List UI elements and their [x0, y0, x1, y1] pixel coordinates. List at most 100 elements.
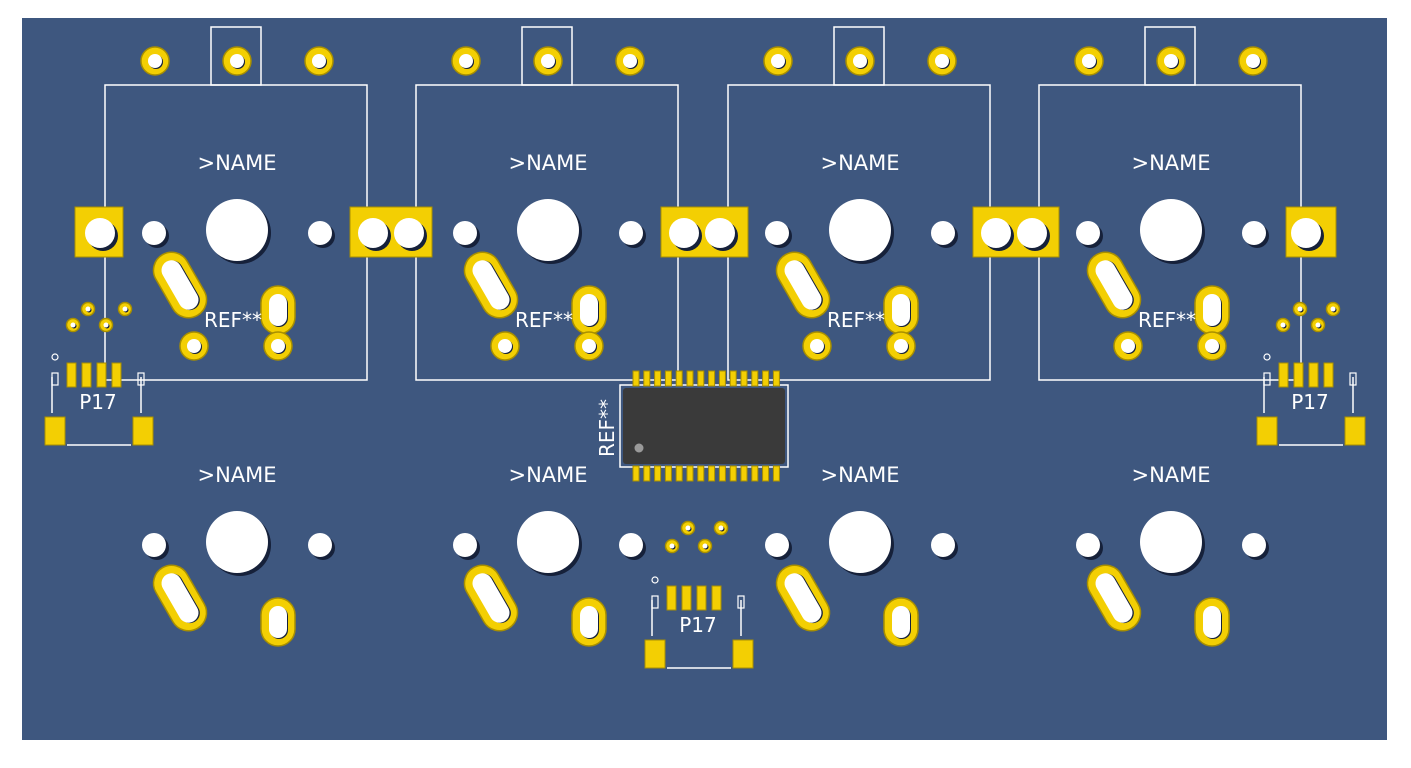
switch-top-3-slot-pad-right	[883, 285, 919, 335]
connector-right-mount-left	[1256, 416, 1278, 446]
switch-top-3-ref-label: REF**	[827, 308, 885, 332]
switch-top-3-small-pad-left-drill	[810, 339, 824, 353]
ic-pin-bottom-10	[729, 465, 737, 482]
via-cluster-left-via-3-drill	[70, 322, 76, 328]
switch-bottom-2-slot-pad-right	[571, 597, 607, 647]
switch-bottom-1-side-hole-left	[142, 533, 166, 557]
switch-top-4-side-hole-right	[1242, 221, 1266, 245]
connector-center-finger-4	[711, 585, 722, 611]
ic-pin-bottom-11	[740, 465, 748, 482]
connector-center-finger-2	[681, 585, 692, 611]
switch-top-2-slot-pad-right	[571, 285, 607, 335]
switch-top-2-side-hole-left	[453, 221, 477, 245]
switch-top-3-slot-pad-left-drill	[784, 260, 822, 310]
switch-bottom-2-name-label: >NAME	[508, 463, 587, 487]
connector-left-finger-1	[66, 362, 77, 388]
switch-top-3-center-hole	[829, 199, 891, 261]
ic-pin-top-13	[762, 370, 770, 387]
switch-top-2-pad-a-drill	[459, 54, 473, 68]
connector-right-finger-3	[1308, 362, 1319, 388]
switch-bottom-4-side-hole-right	[1242, 533, 1266, 557]
via-cluster-center-via-4-drill	[702, 543, 708, 549]
via-cluster-center-via-1-drill	[685, 525, 691, 531]
switch-bottom-1-slot-pad-left-drill	[161, 573, 199, 623]
ic-pin1-dot	[634, 443, 644, 453]
switch-bottom-2-slot-pad-left	[463, 564, 519, 632]
via-cluster-center-via-2-drill	[718, 525, 724, 531]
ic-pin-top-9	[718, 370, 726, 387]
connector-center-mount-left	[644, 639, 666, 669]
switch-top-3-side-hole-right	[931, 221, 955, 245]
switch-top-4-name-label: >NAME	[1131, 151, 1210, 175]
switch-top-1-ref-label: REF**	[204, 308, 262, 332]
ic-pin-bottom-14	[772, 465, 780, 482]
ic-pin-top-4	[664, 370, 672, 387]
switch-top-2-slot-pad-left	[463, 251, 519, 319]
strip-hole-5	[705, 218, 735, 248]
switch-top-2-center-hole	[517, 199, 579, 261]
ic-pin-bottom-7	[697, 465, 705, 482]
ic-body	[623, 388, 785, 464]
switch-top-4-pad-b-drill	[1164, 54, 1178, 68]
ic-pin-top-8	[708, 370, 716, 387]
ic-pin-top-12	[751, 370, 759, 387]
switch-bottom-1-slot-pad-right-drill	[269, 606, 287, 638]
via-cluster-left-via-1-drill	[85, 306, 91, 312]
connector-left-finger-2	[81, 362, 92, 388]
switch-bottom-3-slot-pad-left-drill	[784, 573, 822, 623]
switch-bottom-3-side-hole-right	[931, 533, 955, 557]
connector-right-finger-2	[1293, 362, 1304, 388]
strip-hole-4	[669, 218, 699, 248]
switch-top-3-tab-outline	[833, 26, 885, 86]
switch-bottom-3-slot-pad-right	[883, 597, 919, 647]
switch-top-4-center-hole	[1140, 199, 1202, 261]
connector-right-mount-right	[1344, 416, 1366, 446]
ic-pin-top-11	[740, 370, 748, 387]
switch-bottom-3-slot-pad-right-drill	[892, 606, 910, 638]
ic-pin-top-10	[729, 370, 737, 387]
switch-bottom-4-slot-pad-right	[1194, 597, 1230, 647]
strip-hole-2	[358, 218, 388, 248]
switch-top-1-center-hole	[206, 199, 268, 261]
connector-right-finger-1	[1278, 362, 1289, 388]
ic-pin-top-1	[632, 370, 640, 387]
pcb-board	[22, 18, 1387, 740]
connector-center-finger-1	[666, 585, 677, 611]
switch-top-2-small-pad-right-drill	[582, 339, 596, 353]
switch-top-1-side-hole-left	[142, 221, 166, 245]
switch-top-3-side-hole-left	[765, 221, 789, 245]
connector-left-finger-4	[111, 362, 122, 388]
switch-bottom-4-center-hole	[1140, 511, 1202, 573]
switch-top-4-small-pad-right-drill	[1205, 339, 1219, 353]
strip-hole-8	[1291, 218, 1321, 248]
switch-top-2-slot-pad-left-drill	[472, 260, 510, 310]
switch-bottom-1-side-hole-right	[308, 533, 332, 557]
switch-top-2-name-label: >NAME	[508, 151, 587, 175]
switch-bottom-1-slot-pad-left	[152, 564, 208, 632]
ic-pin-top-14	[772, 370, 780, 387]
connector-right-pin1-marker	[1263, 353, 1271, 361]
switch-top-1-small-pad-right-drill	[271, 339, 285, 353]
switch-top-1-side-hole-right	[308, 221, 332, 245]
via-cluster-left-via-4-drill	[103, 322, 109, 328]
connector-left-tab-right	[137, 372, 145, 386]
switch-top-4-tab-outline	[1144, 26, 1196, 86]
connector-center-mount-right	[732, 639, 754, 669]
ic-pin-top-3	[654, 370, 662, 387]
switch-top-4-small-pad-left-drill	[1121, 339, 1135, 353]
switch-bottom-3-name-label: >NAME	[820, 463, 899, 487]
switch-top-3-name-label: >NAME	[820, 151, 899, 175]
switch-top-4-ref-label: REF**	[1138, 308, 1196, 332]
switch-top-2-slot-pad-right-drill	[580, 294, 598, 326]
switch-top-1-name-label: >NAME	[197, 151, 276, 175]
switch-top-4-side-hole-left	[1076, 221, 1100, 245]
connector-right-tab-right	[1349, 372, 1357, 386]
switch-top-3-pad-c-drill	[935, 54, 949, 68]
via-cluster-left-via-2-drill	[122, 306, 128, 312]
switch-bottom-1-slot-pad-right	[260, 597, 296, 647]
switch-top-3-pad-a-drill	[771, 54, 785, 68]
via-cluster-right-via-3-drill	[1280, 322, 1286, 328]
via-cluster-center-via-3-drill	[669, 543, 675, 549]
switch-top-1-slot-pad-right-drill	[269, 294, 287, 326]
